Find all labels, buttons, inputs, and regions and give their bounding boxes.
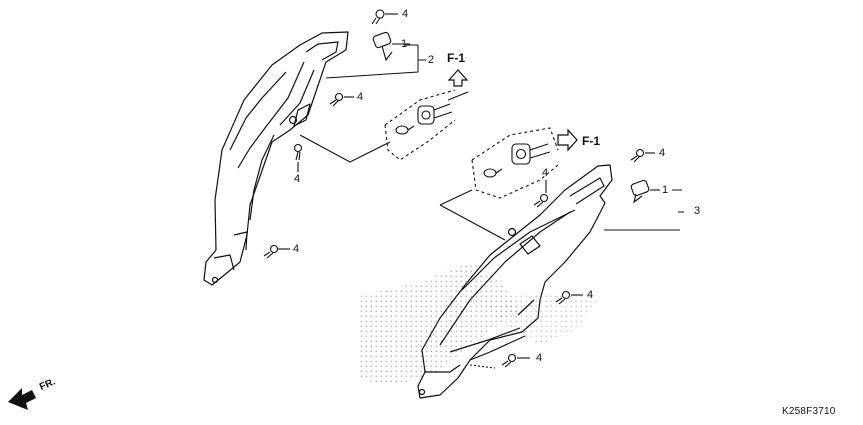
right-bulb-socket-icon <box>439 127 559 241</box>
right-bolt-mid-icon <box>533 180 549 208</box>
callout-left-bolt-bottom: 4 <box>293 243 300 255</box>
ref-arrow-right-icon <box>557 128 578 152</box>
ref-label-left: F-1 <box>447 51 465 65</box>
right-bolt-lower-icon <box>555 290 583 305</box>
callout-right-bolt-bottom: 4 <box>536 352 543 364</box>
diagram-code: K258F3710 <box>782 406 836 417</box>
callout-right-bolt-top: 4 <box>659 147 666 159</box>
callout-left-bolt-lower: 4 <box>294 173 301 185</box>
callout-right-assembly: 3 <box>694 205 701 217</box>
shading-dots <box>360 262 600 385</box>
callout-left-bolt-mid: 4 <box>357 91 364 103</box>
right-bolt-bottom-icon <box>469 353 530 369</box>
right-assembly-leader <box>604 189 684 231</box>
left-bolt-lower-icon <box>293 143 303 172</box>
ref-arrow-up-icon <box>447 69 469 87</box>
left-socket-icon <box>372 31 410 62</box>
callout-left-bolt-top: 4 <box>402 8 409 20</box>
right-bolt-top-icon <box>630 148 655 163</box>
callout-right-socket: 1 <box>662 184 669 196</box>
left-bulb-socket-icon <box>299 89 469 163</box>
right-socket-icon <box>630 179 660 204</box>
callout-right-bolt-lower: 4 <box>587 289 594 301</box>
callout-left-assembly: 2 <box>428 54 435 66</box>
front-direction-arrow-icon <box>8 388 36 410</box>
callout-left-socket: 1 <box>401 38 408 50</box>
left-assembly-leader <box>325 44 426 79</box>
right-side-cover <box>417 164 613 399</box>
left-side-cover <box>203 31 349 286</box>
callout-right-bolt-mid: 4 <box>542 167 549 179</box>
left-bolt-bottom-icon <box>263 244 290 259</box>
ref-label-right: F-1 <box>582 134 600 148</box>
left-bolt-mid-icon <box>329 92 354 107</box>
left-bolt-top-icon <box>371 9 398 25</box>
